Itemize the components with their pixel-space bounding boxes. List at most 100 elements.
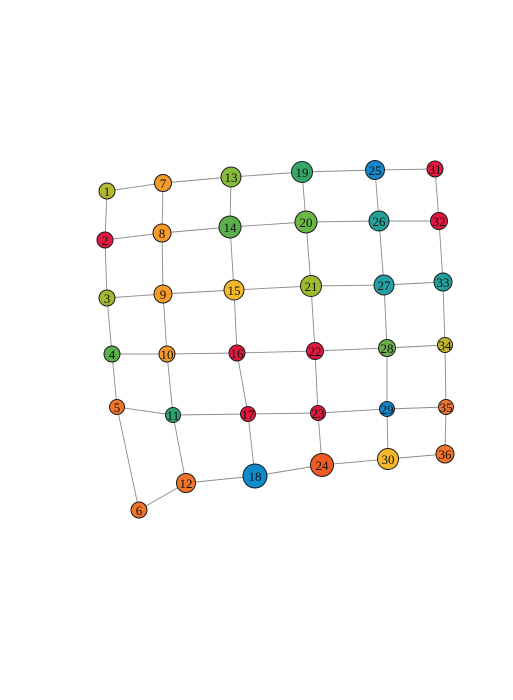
node-circle-28: [378, 339, 396, 357]
node-1: 1: [98, 182, 116, 200]
node-label-17: 17: [242, 407, 256, 422]
node-label-31: 31: [429, 162, 442, 177]
node-circle-20: [294, 210, 318, 234]
node-5: 5: [109, 399, 125, 415]
edge-16-17: [236, 352, 249, 415]
node-circle-34: [437, 337, 453, 353]
edge-9-10: [162, 293, 168, 355]
node-label-35: 35: [440, 400, 453, 415]
node-circle-22: [306, 342, 324, 360]
node-label-28: 28: [381, 341, 394, 356]
node-11: 11: [165, 407, 181, 423]
node-circle-8: [152, 223, 172, 243]
edge-34-35: [444, 344, 447, 408]
node-circle-33: [433, 272, 453, 292]
node-circle-10: [158, 345, 176, 363]
node-label-18: 18: [249, 469, 262, 484]
edge-20-26: [305, 220, 380, 223]
node-14: 14: [218, 215, 242, 239]
edge-14-20: [229, 221, 307, 228]
node-label-20: 20: [300, 215, 313, 230]
edge-27-28: [383, 284, 388, 349]
node-label-19: 19: [296, 165, 309, 180]
node-3: 3: [98, 289, 116, 307]
node-circle-32: [430, 212, 448, 230]
node-circle-24: [310, 453, 334, 477]
node-label-6: 6: [136, 503, 143, 518]
edge-32-33: [438, 220, 444, 283]
node-label-3: 3: [104, 291, 111, 306]
node-label-15: 15: [228, 283, 241, 298]
edge-22-28: [314, 347, 388, 352]
node-19: 19: [291, 161, 313, 183]
edge-7-13: [162, 176, 232, 184]
edge-23-29: [317, 408, 388, 414]
edge-8-9: [161, 232, 164, 295]
node-10: 10: [158, 345, 176, 363]
edge-15-21: [233, 285, 312, 291]
edge-25-31: [374, 168, 436, 171]
node-circle-9: [153, 284, 173, 304]
node-label-23: 23: [312, 406, 325, 421]
node-label-4: 4: [109, 347, 116, 362]
edge-29-35: [386, 406, 447, 410]
node-circle-35: [438, 399, 454, 415]
node-circle-15: [223, 279, 245, 301]
node-12: 12: [176, 473, 196, 493]
node-30: 30: [377, 448, 399, 470]
node-label-16: 16: [231, 346, 245, 361]
edge-3-4: [106, 297, 113, 355]
node-23: 23: [310, 405, 326, 421]
edge-19-25: [301, 169, 376, 173]
node-label-26: 26: [373, 214, 387, 229]
node-label-36: 36: [439, 447, 453, 462]
edge-28-34: [386, 344, 446, 349]
node-circle-7: [154, 174, 172, 192]
node-circle-3: [98, 289, 116, 307]
node-label-24: 24: [316, 458, 330, 473]
node-circle-14: [218, 215, 242, 239]
edge-5-11: [116, 406, 174, 416]
node-label-11: 11: [167, 408, 180, 423]
node-circle-6: [130, 501, 148, 519]
node-35: 35: [438, 399, 454, 415]
node-label-13: 13: [225, 170, 238, 185]
node-8: 8: [152, 223, 172, 243]
node-label-8: 8: [159, 226, 166, 241]
node-circle-19: [291, 161, 313, 183]
node-27: 27: [373, 274, 395, 296]
edge-22-23: [314, 350, 319, 414]
node-circle-31: [426, 160, 444, 178]
node-circle-4: [103, 345, 121, 363]
node-label-30: 30: [382, 452, 395, 467]
edge-2-3: [104, 239, 108, 299]
node-label-5: 5: [114, 400, 121, 415]
node-label-1: 1: [104, 184, 111, 199]
node-label-33: 33: [437, 275, 450, 290]
node-31: 31: [426, 160, 444, 178]
node-32: 32: [430, 212, 448, 230]
node-label-2: 2: [102, 233, 109, 248]
edge-9-15: [162, 289, 235, 295]
node-29: 29: [379, 401, 395, 417]
node-6: 6: [130, 501, 148, 519]
node-24: 24: [310, 453, 334, 477]
node-17: 17: [240, 406, 256, 422]
node-circle-21: [300, 275, 322, 297]
node-label-9: 9: [160, 287, 167, 302]
node-label-14: 14: [224, 220, 238, 235]
node-layer: 1234567891011121314151617181920212223242…: [96, 160, 455, 519]
node-34: 34: [437, 337, 453, 353]
node-circle-27: [373, 274, 395, 296]
node-label-22: 22: [309, 344, 322, 359]
node-label-7: 7: [160, 176, 167, 191]
node-22: 22: [306, 342, 324, 360]
node-circle-36: [435, 444, 455, 464]
node-15: 15: [223, 279, 245, 301]
edge-13-19: [230, 171, 303, 178]
edge-10-16: [166, 352, 238, 355]
node-label-12: 12: [180, 476, 193, 491]
edge-21-27: [310, 284, 385, 287]
edge-17-23: [247, 412, 319, 415]
